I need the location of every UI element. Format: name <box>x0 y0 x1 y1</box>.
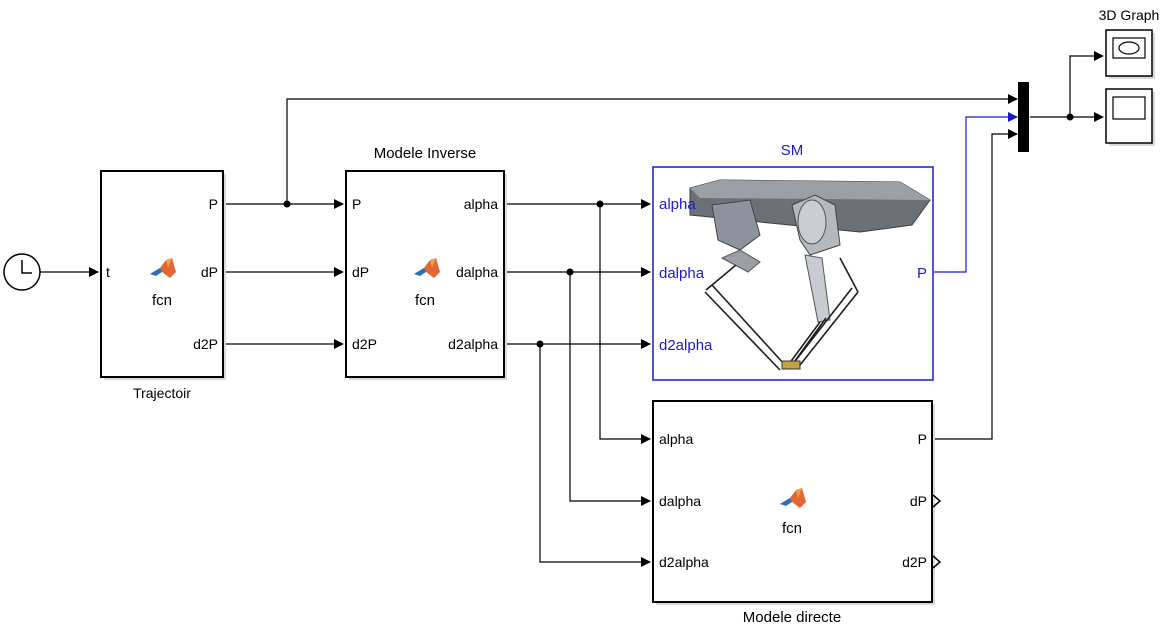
modele-directe-block[interactable]: alpha dalpha d2alpha P dP d2P fcn Modele… <box>652 400 942 626</box>
scope-block[interactable] <box>1105 88 1155 146</box>
mux-icon <box>1018 82 1029 152</box>
port-label: dalpha <box>659 265 705 282</box>
matlab-logo-icon <box>414 258 440 278</box>
wire-sm-P-to-mux[interactable] <box>934 112 1018 273</box>
matlab-logo-icon <box>150 258 176 278</box>
block-title: 3D Graph <box>1099 7 1160 23</box>
wire-directe-P-to-mux[interactable] <box>934 129 1018 440</box>
signal-lines <box>40 51 1104 567</box>
fcn-label: fcn <box>415 292 435 309</box>
port-label: d2P <box>902 554 927 570</box>
port-label: alpha <box>659 196 696 213</box>
wire-mux-to-graph[interactable] <box>1069 51 1104 117</box>
block-title: Modele directe <box>743 609 841 626</box>
fcn-label: fcn <box>782 520 802 537</box>
port-label: d2P <box>193 336 218 352</box>
delta-robot-image <box>689 179 931 371</box>
port-label: dP <box>910 493 927 509</box>
sm-block[interactable]: SM alpha dalpha d2alpha <box>652 142 934 381</box>
clock-block[interactable] <box>3 253 41 291</box>
port-label: dalpha <box>456 264 498 280</box>
port-label: d2P <box>352 336 377 352</box>
port-label: dP <box>352 264 369 280</box>
port-label: t <box>106 264 110 280</box>
port-label: P <box>352 196 361 212</box>
block-title: SM <box>781 142 804 159</box>
modele-inverse-block[interactable]: Modele Inverse P dP d2P alpha dalpha d2a… <box>345 145 507 380</box>
unconnected-port-d2P[interactable] <box>932 555 942 569</box>
clock-icon <box>21 260 32 274</box>
wire-d2alpha-directe[interactable] <box>539 344 651 567</box>
3d-graph-block[interactable]: 3D Graph <box>1099 7 1160 79</box>
unconnected-port-dP[interactable] <box>932 494 942 508</box>
matlab-logo-icon <box>780 488 806 508</box>
mux-block[interactable] <box>1018 82 1029 152</box>
port-label: alpha <box>659 431 693 447</box>
fcn-label: fcn <box>152 292 172 309</box>
port-label: dP <box>201 264 218 280</box>
port-label: dalpha <box>659 493 701 509</box>
port-label: d2alpha <box>659 337 713 354</box>
wire-alpha-directe[interactable] <box>599 204 651 444</box>
block-title: Modele Inverse <box>374 145 477 162</box>
port-label: P <box>918 431 927 447</box>
wire-traj-P-to-mux[interactable] <box>286 94 1018 204</box>
port-label: P <box>209 196 218 212</box>
port-label: P <box>917 265 927 282</box>
wire-dalpha-directe[interactable] <box>569 272 651 506</box>
block-title: Trajectoir <box>133 385 191 401</box>
trajectoir-block[interactable]: t P dP d2P fcn Trajectoir <box>100 170 226 401</box>
port-label: alpha <box>464 196 498 212</box>
port-label: d2alpha <box>659 554 709 570</box>
scope-icon <box>1112 96 1146 120</box>
port-label: d2alpha <box>448 336 498 352</box>
xy-graph-icon <box>1112 37 1146 59</box>
